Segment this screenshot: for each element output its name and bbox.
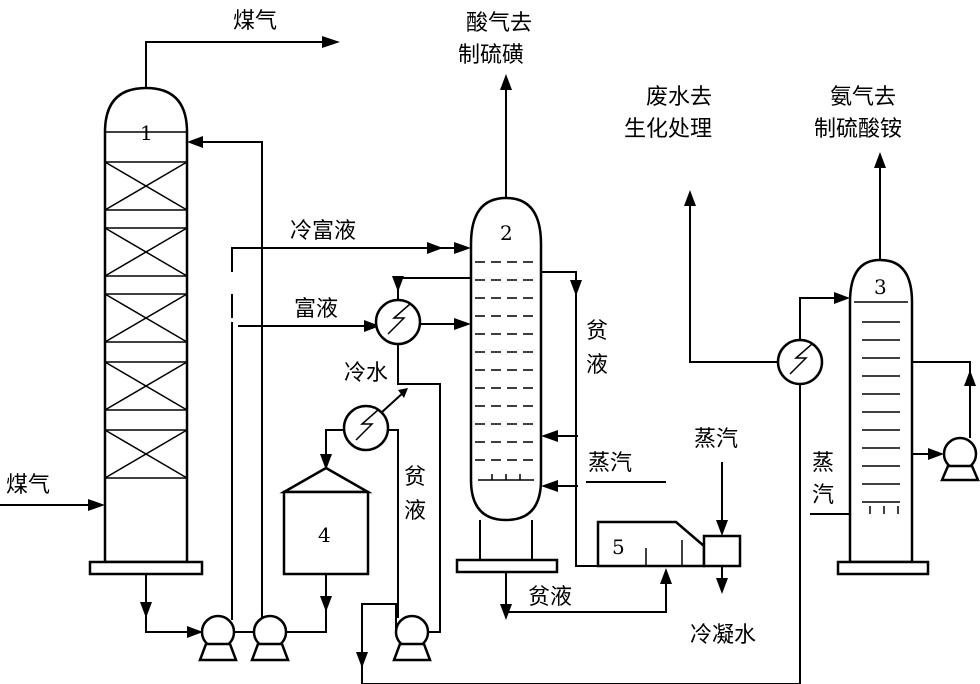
steam-into-stripper bbox=[541, 430, 578, 492]
lean-label-mid-2: 液 bbox=[404, 499, 426, 524]
waste-water-label-2: 生化处理 bbox=[624, 117, 712, 142]
reboiler-number: 5 bbox=[612, 535, 625, 559]
cooler-lines bbox=[320, 388, 408, 618]
absorber-column-1: 1 bbox=[88, 86, 204, 576]
acid-gas-label-1: 酸气去 bbox=[466, 11, 532, 36]
rich-heat-exchanger bbox=[374, 298, 422, 346]
ammonia-still-number: 3 bbox=[874, 275, 887, 299]
ammonia-heat-exchanger bbox=[776, 338, 824, 386]
sparger-2 bbox=[491, 474, 521, 480]
line-gap-2 bbox=[226, 318, 238, 322]
pump-d-lines bbox=[912, 361, 976, 460]
pump-c bbox=[392, 614, 432, 662]
pump-c-link bbox=[428, 620, 441, 633]
tank-number: 4 bbox=[318, 523, 331, 547]
steam-right-label-2: 汽 bbox=[812, 483, 834, 508]
lean-label-mid-1: 贫 bbox=[404, 465, 426, 490]
tank-outlet-arrow bbox=[320, 596, 332, 612]
cooler-exchanger bbox=[342, 404, 390, 452]
pump-d bbox=[940, 436, 980, 482]
ammonia-label-2: 制硫酸铵 bbox=[814, 117, 902, 142]
reboiler-5: 5 bbox=[596, 520, 742, 568]
pump-c-arrow bbox=[356, 652, 368, 668]
coal-gas-in-label: 煤气 bbox=[6, 473, 50, 498]
cold-water-label: 冷水 bbox=[344, 361, 388, 386]
sparger-3 bbox=[869, 506, 899, 514]
tank-4: 4 bbox=[279, 466, 373, 576]
stripper-bottom-line bbox=[500, 568, 672, 620]
lean-bottom-label: 贫液 bbox=[528, 585, 572, 610]
exchanger-lines bbox=[392, 276, 471, 620]
ammonia-outlet bbox=[874, 152, 886, 260]
stripper-column-2: 2 bbox=[455, 196, 559, 574]
waste-water-label-1: 废水去 bbox=[646, 85, 712, 110]
pump-b bbox=[250, 614, 290, 662]
condensate-label: 冷凝水 bbox=[690, 623, 756, 648]
tank-outlet-line bbox=[286, 574, 327, 633]
cold-rich-label: 冷富液 bbox=[290, 219, 356, 244]
coal-gas-out-label: 煤气 bbox=[233, 9, 277, 34]
lean-label-right-1: 贫 bbox=[586, 319, 608, 344]
acid-gas-label-2: 制硫磺 bbox=[458, 43, 524, 68]
steam-right-label-1: 蒸 bbox=[812, 451, 834, 476]
line-gap-1 bbox=[226, 272, 238, 294]
coal-gas-outlet-line bbox=[145, 36, 340, 88]
rich-label: 富液 bbox=[294, 297, 338, 322]
lean-label-right-2: 液 bbox=[586, 353, 608, 378]
lean-to-reboiler-line bbox=[541, 271, 582, 560]
ammonia-label-1: 氨气去 bbox=[830, 85, 896, 110]
reboiler-steam-lines bbox=[716, 462, 728, 594]
reboiler-inlet bbox=[575, 560, 598, 567]
steam-top-label: 蒸汽 bbox=[694, 427, 738, 452]
ammonia-column-3: 3 bbox=[836, 258, 930, 576]
rich-liquid-line bbox=[231, 242, 471, 620]
coal-gas-inlet-line bbox=[0, 499, 105, 511]
acid-gas-outlet bbox=[500, 74, 512, 198]
pump-c-suction bbox=[361, 603, 397, 684]
steam-mid-label: 蒸汽 bbox=[588, 451, 632, 476]
waste-water-lines bbox=[362, 190, 850, 684]
pump-a bbox=[198, 614, 238, 662]
stripper-number: 2 bbox=[500, 221, 513, 245]
absorber-number: 1 bbox=[140, 121, 153, 145]
lean-return-line bbox=[187, 136, 263, 620]
absorber-bottom-line bbox=[140, 574, 203, 638]
